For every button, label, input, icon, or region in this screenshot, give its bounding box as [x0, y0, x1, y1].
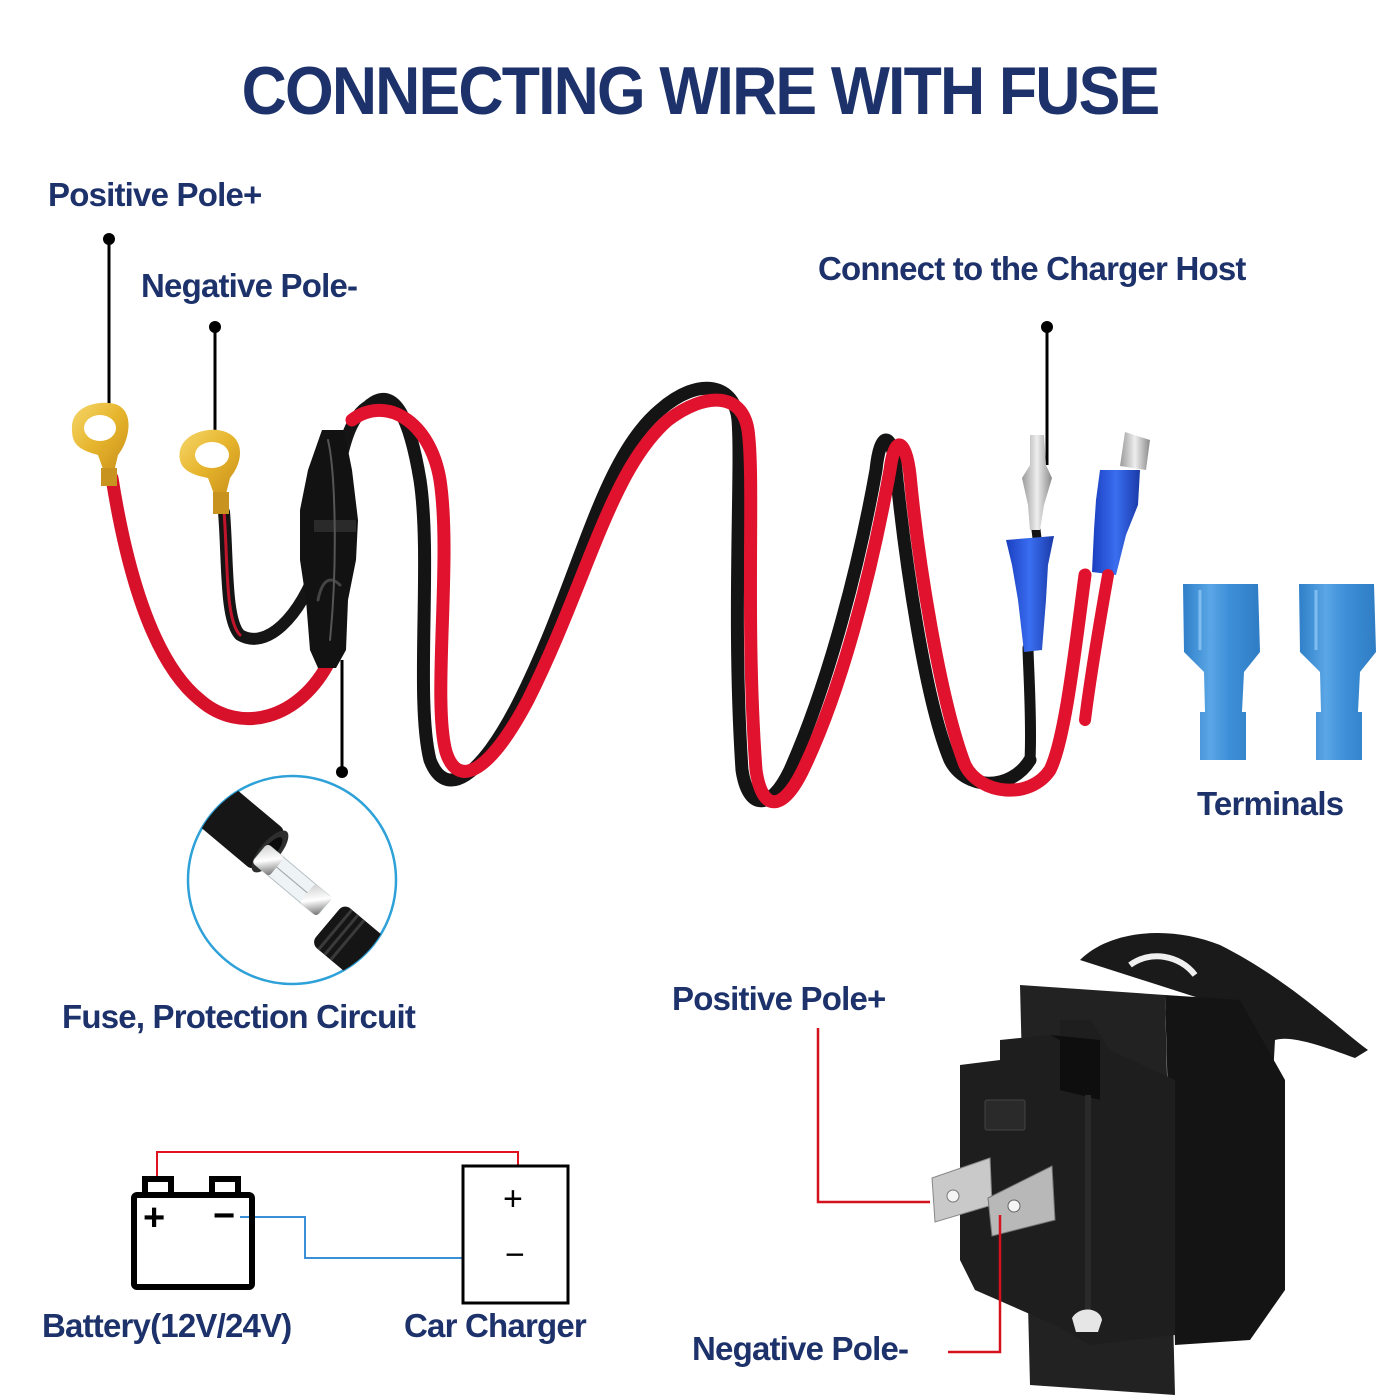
label-switch-negative: Negative Pole- [692, 1330, 909, 1367]
wire-harness [71, 381, 1150, 809]
negative-pin [987, 1165, 1056, 1237]
label-car-charger: Car Charger [404, 1307, 587, 1344]
battery-icon [131, 1176, 255, 1290]
car-charger-box [461, 1164, 570, 1305]
red-lead-wire [105, 471, 337, 726]
positive-connection-line [156, 1151, 519, 1177]
page-title: CONNECTING WIRE WITH FUSE [241, 53, 1161, 129]
main-cable-black [363, 381, 1037, 808]
ring-terminal-negative [179, 429, 241, 514]
label-switch-positive: Positive Pole+ [672, 980, 886, 1017]
inline-fuse-holder [300, 430, 358, 668]
label-battery: Battery(12V/24V) [42, 1307, 292, 1344]
label-fuse: Fuse, Protection Circuit [62, 998, 416, 1035]
pointer-switch-negative [948, 1215, 1002, 1354]
charger-minus-symbol: − [505, 1236, 525, 1274]
spade-connector-red [1079, 432, 1150, 726]
glass-fuse-icon [253, 844, 331, 916]
pointer-fuse [336, 660, 348, 778]
pointer-positive-pole [103, 233, 115, 420]
ring-terminal-positive [71, 402, 129, 486]
spare-terminal [1183, 584, 1260, 760]
battery-minus-symbol: − [213, 1195, 235, 1237]
positive-pin [931, 1157, 993, 1223]
main-cable-red [345, 393, 1092, 809]
negative-connection-line [240, 1216, 462, 1259]
wiring-schematic [131, 1151, 570, 1305]
label-charger-host: Connect to the Charger Host [818, 250, 1246, 287]
charger-plus-symbol: + [503, 1180, 523, 1218]
fuse-detail-callout [186, 774, 398, 986]
spade-connector-black [1006, 435, 1054, 652]
label-terminals: Terminals [1197, 785, 1344, 822]
battery-plus-symbol: + [143, 1197, 165, 1239]
pointer-charger-host [1041, 321, 1053, 465]
spare-terminal [1299, 584, 1376, 760]
pointer-switch-positive [816, 1028, 930, 1204]
label-negative-pole: Negative Pole- [141, 267, 358, 304]
label-positive-pole: Positive Pole+ [48, 176, 262, 213]
spare-terminals [1183, 584, 1376, 760]
charger-socket-photo [931, 933, 1368, 1395]
